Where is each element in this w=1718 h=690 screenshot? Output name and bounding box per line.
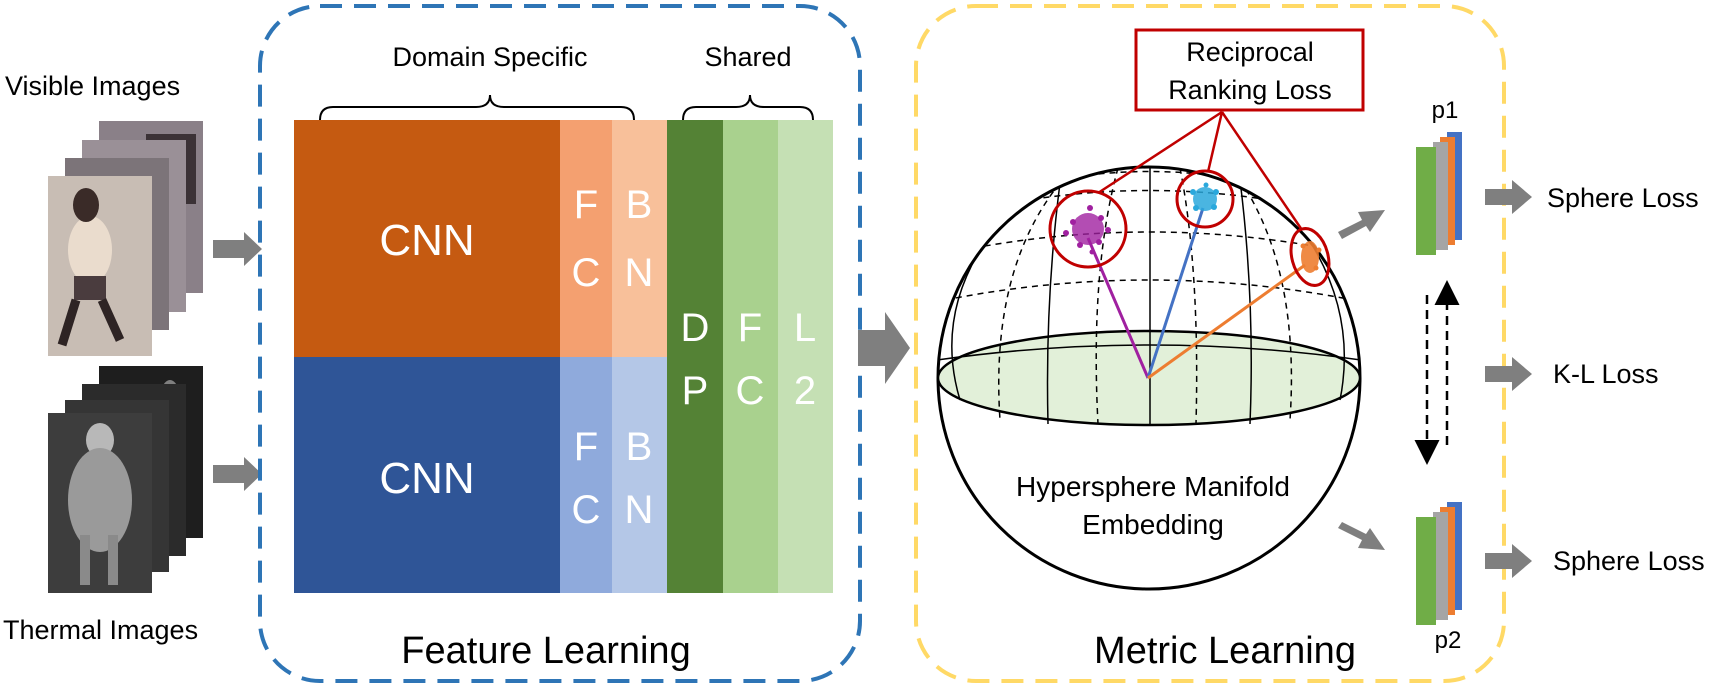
sphere-loss-bottom-arrow [1485, 544, 1532, 578]
visible-bn-block [612, 120, 667, 357]
visible-image-stack [48, 121, 203, 356]
p2-embedding-stack [1416, 502, 1462, 625]
shared-label: Shared [704, 42, 791, 72]
blue-cluster-ring [1175, 169, 1235, 229]
thermal-cnn-block [294, 357, 560, 593]
reciprocal-loss-connectors [1097, 110, 1304, 231]
thermal-input-arrow [213, 457, 262, 491]
feature-to-metric-arrow [858, 312, 910, 384]
visible-fc-letter-1: F [574, 183, 598, 227]
shared-dp-letter-1: D [681, 306, 710, 350]
thermal-fc-letter-1: F [574, 425, 598, 469]
visible-cnn-block [294, 120, 560, 357]
reciprocal-loss-line-1: Reciprocal [1186, 37, 1314, 67]
reciprocal-ranking-loss-box [1134, 28, 1365, 112]
thermal-image-stack [48, 366, 203, 593]
p1-label: p1 [1432, 97, 1459, 124]
thermal-fc-block [560, 357, 612, 593]
shared-fc-letter-1: F [738, 306, 762, 350]
shared-fc-block [723, 120, 778, 593]
orange-cluster [1300, 241, 1322, 273]
reciprocal-loss-line-2: Ranking Loss [1168, 75, 1332, 105]
sphere-to-p2-arrow [1338, 522, 1385, 550]
visible-bn-letter-1: B [626, 183, 653, 227]
p1-embedding-stack [1416, 132, 1462, 255]
sphere-loss-bottom-label: Sphere Loss [1553, 546, 1705, 576]
metric-learning-title: Metric Learning [1094, 630, 1356, 672]
visible-input-arrow [213, 232, 262, 266]
thermal-bn-letter-2: N [625, 488, 654, 532]
purple-cluster-ring [1048, 189, 1128, 269]
kl-loss-arrow [1485, 357, 1532, 391]
visible-fc-letter-2: C [572, 251, 601, 295]
p2-label: p2 [1435, 627, 1462, 654]
shared-l2-letter-2: 2 [794, 369, 816, 413]
visible-bn-letter-2: N [625, 251, 654, 295]
thermal-bn-block [612, 357, 667, 593]
purple-cluster [1063, 205, 1111, 255]
kl-loss-label: K-L Loss [1553, 359, 1659, 389]
sphere-loss-top-arrow [1485, 180, 1532, 214]
thermal-fc-letter-2: C [572, 488, 601, 532]
shared-l2-letter-1: L [794, 306, 816, 350]
sphere-to-p1-arrow [1338, 210, 1385, 239]
visible-cnn-label: CNN [379, 216, 474, 265]
metric-learning-box [914, 4, 1506, 683]
visible-fc-block [560, 120, 612, 357]
thermal-bn-letter-1: B [626, 425, 653, 469]
shared-dp-letter-2: P [682, 369, 709, 413]
shared-l2-block [778, 120, 833, 593]
domain-specific-brace [319, 94, 635, 121]
hypersphere-label-line-2: Embedding [1082, 509, 1224, 540]
domain-specific-label: Domain Specific [392, 42, 587, 72]
blue-cluster [1190, 182, 1219, 211]
hypersphere [936, 165, 1362, 591]
shared-brace [682, 94, 814, 121]
thermal-images-label: Thermal Images [3, 615, 198, 645]
feature-learning-title: Feature Learning [401, 630, 690, 672]
shared-fc-letter-2: C [736, 369, 765, 413]
sphere-loss-top-label: Sphere Loss [1547, 183, 1699, 213]
visible-images-label: Visible Images [5, 71, 180, 101]
hypersphere-label-line-1: Hypersphere Manifold [1016, 471, 1290, 502]
shared-dp-block [667, 120, 723, 593]
thermal-cnn-label: CNN [379, 454, 474, 503]
